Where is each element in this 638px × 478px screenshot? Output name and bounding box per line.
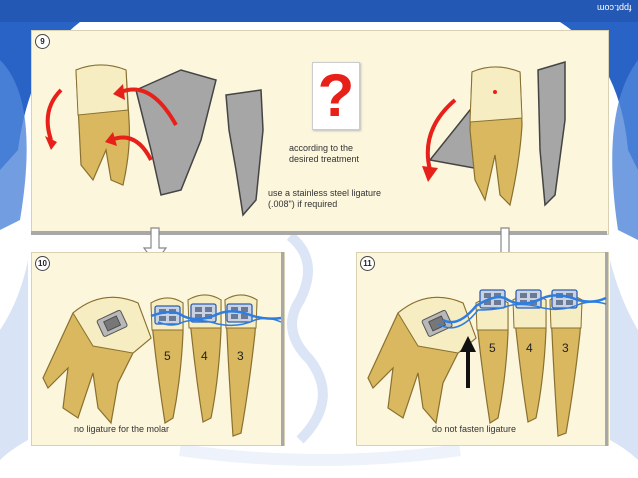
gray-neighbor-tooth bbox=[136, 70, 216, 195]
tooth-label-5: 5 bbox=[164, 349, 171, 363]
braces-illustration-11: 5 4 3 bbox=[358, 258, 608, 438]
panel-9-bottom-border bbox=[31, 231, 607, 235]
tooth-label-3: 3 bbox=[562, 341, 569, 355]
text-line: according to the bbox=[289, 143, 409, 154]
text-line: use a stainless steel ligature bbox=[268, 188, 418, 199]
caption-10: no ligature for the molar bbox=[74, 424, 169, 435]
tooth-label-4: 4 bbox=[201, 349, 208, 363]
tooth-label-3: 3 bbox=[237, 349, 244, 363]
caption-11: do not fasten ligature bbox=[432, 424, 516, 435]
tooth-label-4: 4 bbox=[526, 341, 533, 355]
molar-rotation-illustration-right bbox=[410, 30, 610, 230]
watermark: fppt.com bbox=[597, 3, 632, 13]
molar-rotation-illustration-left bbox=[31, 30, 291, 230]
canine-3 bbox=[550, 295, 582, 436]
question-mark: ? bbox=[312, 62, 360, 130]
premolar-4 bbox=[513, 295, 546, 422]
center-point bbox=[493, 90, 497, 94]
premolar-5 bbox=[476, 298, 508, 423]
text-line: (.008") if required bbox=[268, 199, 418, 210]
rotation-arrow-left bbox=[48, 90, 61, 140]
gray-premolar bbox=[226, 90, 263, 215]
tooth-label-5: 5 bbox=[489, 341, 496, 355]
text-according-to: according to the desired treatment bbox=[289, 143, 409, 165]
braces-illustration-10: 5 4 3 bbox=[33, 258, 283, 438]
gray-premolar bbox=[538, 62, 565, 205]
text-ligature: use a stainless steel ligature (.008") i… bbox=[268, 188, 418, 210]
text-line: desired treatment bbox=[289, 154, 409, 165]
